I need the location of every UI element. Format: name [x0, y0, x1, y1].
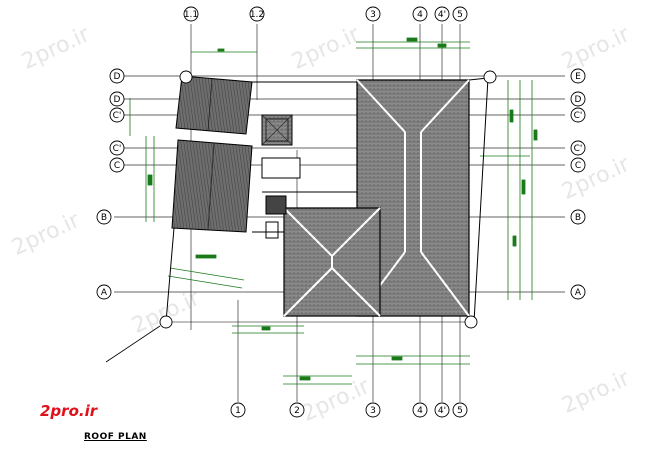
- grid-bubble-bottom-0-circle: [230, 402, 246, 418]
- grid-bubble-right-5: B: [575, 213, 581, 223]
- dimension-lines: [129, 37, 538, 385]
- grid-bubble-left-3-circle: [109, 140, 125, 156]
- grid-bubble-left-4-circle: [109, 157, 125, 173]
- grid-bubble-bottom-1: 2: [294, 406, 300, 416]
- grid-bubble-top-1-circle: [249, 6, 265, 22]
- grid-bubble-left-2-circle: [109, 107, 125, 123]
- grid-bubble-right-2: C': [574, 111, 583, 121]
- grid-bubble-top-2-circle: [365, 6, 381, 22]
- grid-bubble-bottom-5: 5: [457, 406, 463, 416]
- grid-bubble-right-6: A: [575, 288, 582, 298]
- grid-bubble-bottom-3: 4: [417, 406, 423, 416]
- grid-bubble-left-4: C: [114, 161, 120, 171]
- grid-bubble-bottom-2-circle: [365, 402, 381, 418]
- grid-bubble-bottom-1-circle: [289, 402, 305, 418]
- grid-bubble-right-3: C': [574, 144, 583, 154]
- grid-bubble-left-5-circle: [96, 209, 112, 225]
- grid-bubble-bottom-4: 4': [438, 406, 446, 416]
- grid-bubble-left-5: B: [101, 213, 107, 223]
- grid-bubble-right-3-circle: [570, 140, 586, 156]
- grid-bubble-left-6: A: [101, 288, 108, 298]
- grid-bubble-bottom-0: 1: [235, 406, 241, 416]
- grid-bubble-left-6-circle: [96, 284, 112, 300]
- grid-bubble-left-0-circle: [109, 68, 125, 84]
- brand-logo[interactable]: 2pro.ir: [40, 402, 98, 420]
- grid-bubble-right-4-circle: [570, 157, 586, 173]
- grid-bubble-bottom-3-circle: [412, 402, 428, 418]
- grid-bubble-left-2: C': [113, 111, 122, 121]
- grid-bubble-left-3: C': [113, 144, 122, 154]
- grid-bubble-left-0: D: [114, 72, 121, 82]
- grid-bubble-right-6-circle: [570, 284, 586, 300]
- grid-bubble-top-4-circle: [434, 6, 450, 22]
- grid-bubble-left-1: D: [114, 95, 121, 105]
- grid-bubble-right-0-circle: [570, 68, 586, 84]
- grid-bubble-right-1: D: [575, 95, 582, 105]
- grid-bubble-top-4: 4': [438, 10, 446, 20]
- grid-bubble-top-3-circle: [412, 6, 428, 22]
- grid-bubble-top-1: 1.2: [250, 10, 264, 20]
- grid-bubble-bottom-5-circle: [452, 402, 468, 418]
- grid-bubble-top-5-circle: [452, 6, 468, 22]
- grid-bubble-bottom-4-circle: [434, 402, 450, 418]
- grid-bubble-left-1-circle: [109, 91, 125, 107]
- roof-outline: [105, 75, 489, 363]
- drawing-title: ROOF PLAN: [84, 432, 147, 442]
- grid-bubble-top-3: 4: [417, 10, 423, 20]
- grid-bubble-top-5: 5: [457, 10, 463, 20]
- grid-bubble-right-4: C: [575, 161, 581, 171]
- grid-bubble-right-0: E: [575, 72, 581, 82]
- grid-bubble-top-2: 3: [370, 10, 376, 20]
- grid-bubble-top-0: 1.1: [184, 10, 198, 20]
- grid-bubble-bottom-2: 3: [370, 406, 376, 416]
- column-markers: [159, 70, 497, 329]
- grid-bubble-right-1-circle: [570, 91, 586, 107]
- grid-bubble-right-5-circle: [570, 209, 586, 225]
- grid-bubble-right-2-circle: [570, 107, 586, 123]
- grid-bubble-top-0-circle: [183, 6, 199, 22]
